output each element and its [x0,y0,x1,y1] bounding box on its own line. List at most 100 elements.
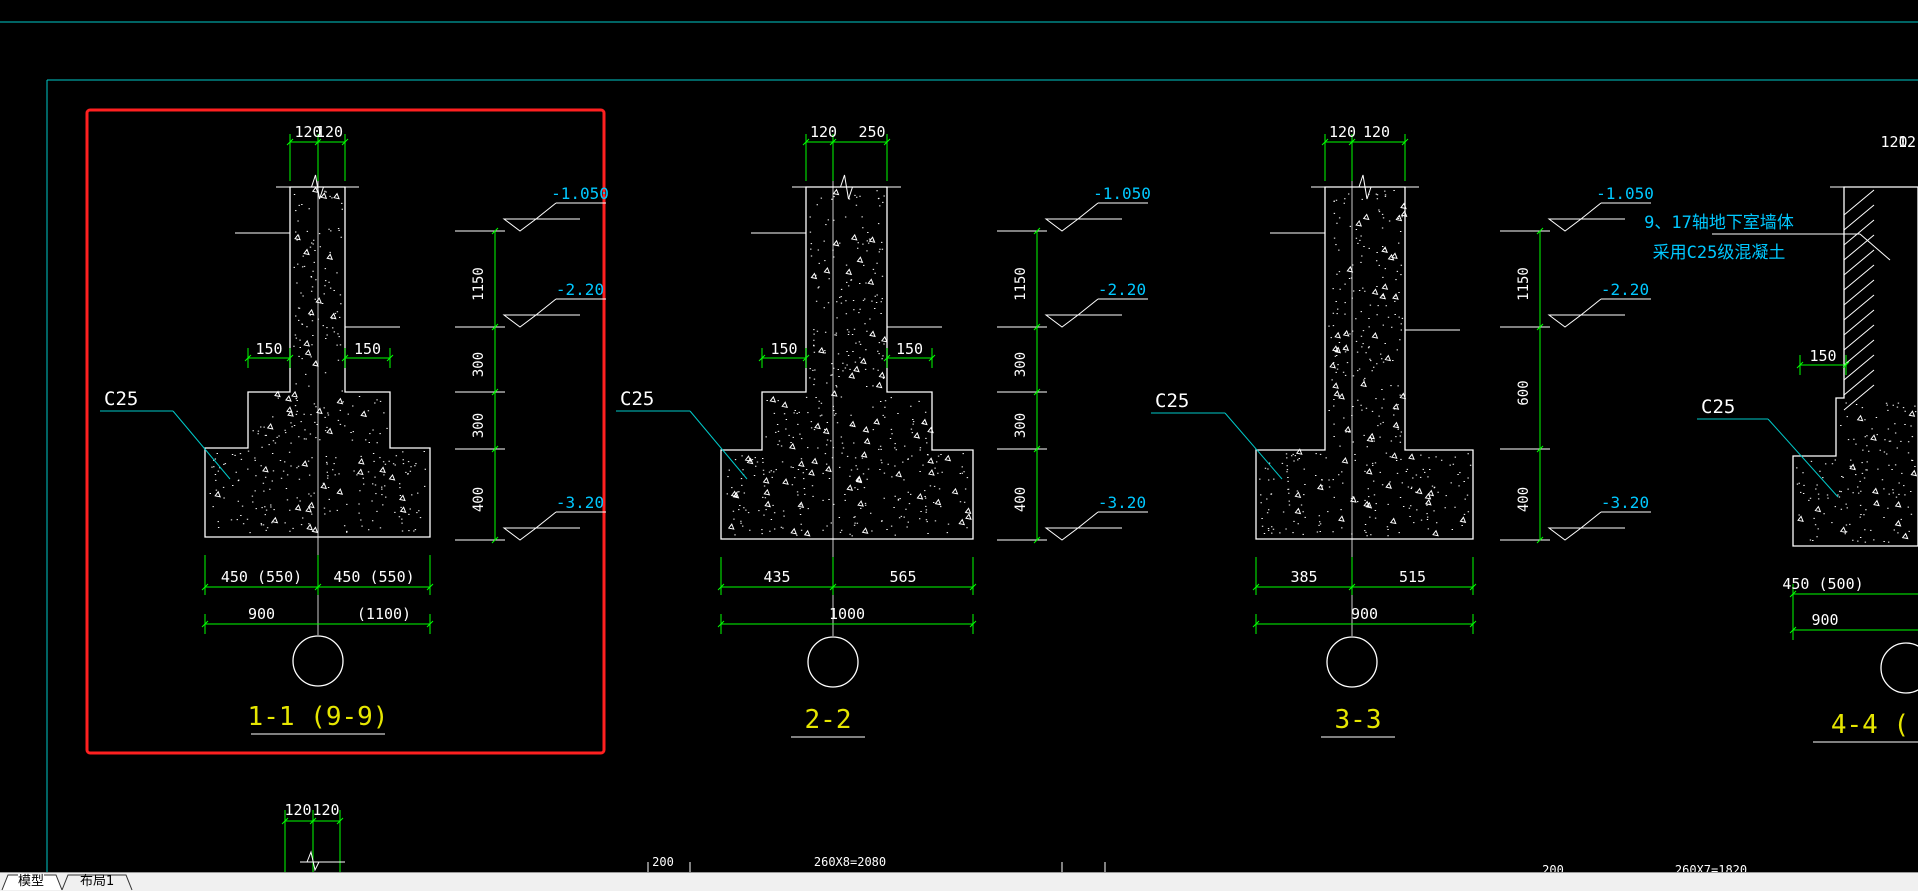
concrete-hatch [726,451,972,537]
elevation-triangle [1547,314,1583,328]
foundation-outline [720,186,974,540]
vdim-label: 1150 [471,267,487,301]
dim-tick [491,227,499,235]
foundation-outline [1792,186,1918,547]
dim-tick [286,354,294,362]
dim-tick [491,445,499,453]
concrete-hatch [293,186,344,392]
elevation-triangle [1547,218,1583,232]
dim-tick [1789,626,1797,634]
dim-tick [1469,620,1477,628]
dim-tick [1842,361,1850,369]
bottom-dim-label: 450 (550) [221,568,302,586]
vdim-label: 1150 [1013,267,1029,301]
dim-tick [1348,583,1356,591]
break-symbol [1358,174,1372,200]
note-leader [1859,233,1891,261]
bottom-dim-label: 515 [1399,568,1426,586]
concrete-hatch [252,390,388,448]
brick-hatch [1843,189,1875,411]
material-label: C25 [1155,390,1189,412]
dim-tick [341,354,349,362]
bottom-dim-label: 385 [1290,568,1317,586]
vdim-label: 300 [1013,352,1029,377]
concrete-hatch [765,390,934,451]
lower-label: 260X7=1820 [1675,863,1747,872]
dim-tick [491,323,499,331]
step-dim-label: 150 [1809,347,1836,365]
dim-tick [386,354,394,362]
elevation-triangle [1044,314,1080,328]
dim-tick [1401,138,1409,146]
section-title: 1-1 (9-9) [248,702,389,732]
vdim-label: 400 [1516,487,1532,512]
elevation-triangle [502,314,538,328]
dim-tick [1536,227,1544,235]
top-dim-label: 120 [1880,133,1907,151]
elevation-label: -1.050 [1596,184,1654,203]
dim-tick [883,354,891,362]
dim-tick [829,583,837,591]
selection-rectangle[interactable] [85,108,606,755]
axis-circle [1326,636,1378,688]
dim-tick [314,583,322,591]
elevation-leader [535,202,557,220]
elevation-triangle [1547,527,1583,541]
material-leader [1224,412,1283,480]
wall-note-line1: 9、17轴地下室墙体 [1644,213,1794,233]
vdim-label: 1150 [1516,267,1532,301]
material-leader [1767,418,1839,498]
elevation-leader [1580,511,1602,529]
tab-model[interactable]: 模型 [18,874,45,890]
dim-tick [201,583,209,591]
lower-label: 200 [652,855,674,869]
elevation-label: -3.20 [1098,493,1146,512]
lower-top-dim: 120 [284,801,311,819]
axis-circle [292,635,344,687]
elevation-label: -3.20 [556,493,604,512]
elevation-leader [535,511,557,529]
axis-circle [1880,642,1918,694]
concrete-hatch [809,188,888,389]
dim-tick [426,583,434,591]
bottom-dim-label: (1100) [357,605,411,623]
dim-tick [802,354,810,362]
top-dim-label: 120 [1363,123,1390,141]
section-title: 2-2 [805,705,852,735]
elevation-label: -2.20 [556,280,604,299]
vdim-label: 300 [471,352,487,377]
section-title: 4-4 ( [1831,710,1909,740]
elevation-label: -1.050 [551,184,609,203]
axis-circle [807,636,859,688]
dim-tick [1469,583,1477,591]
dim-tick [928,354,936,362]
dim-tick [1321,138,1329,146]
top-dim-label: 120 [294,123,321,141]
dim-tick [1033,388,1041,396]
vdim-label: 600 [1516,380,1532,405]
vdim-label: 400 [471,487,487,512]
dim-tick [286,138,294,146]
dim-tick [426,620,434,628]
tab-layout1[interactable]: 布局1 [80,874,115,889]
layout-tab-bar: 模型 布局1 [0,872,1918,891]
top-dim-label: 12 [1898,133,1916,151]
material-label: C25 [620,388,654,410]
dim-tick [758,354,766,362]
vdim-label: 300 [1013,413,1029,438]
dim-tick [1033,445,1041,453]
elevation-label: -1.050 [1093,184,1151,203]
dim-tick [717,583,725,591]
break-symbol [306,850,320,872]
dim-tick [281,817,289,825]
material-leader [172,410,231,480]
break-symbol [840,174,853,200]
bottom-dim-label: 565 [889,568,916,586]
dim-tick [717,620,725,628]
elevation-leader [535,298,557,316]
dim-tick [1033,227,1041,235]
